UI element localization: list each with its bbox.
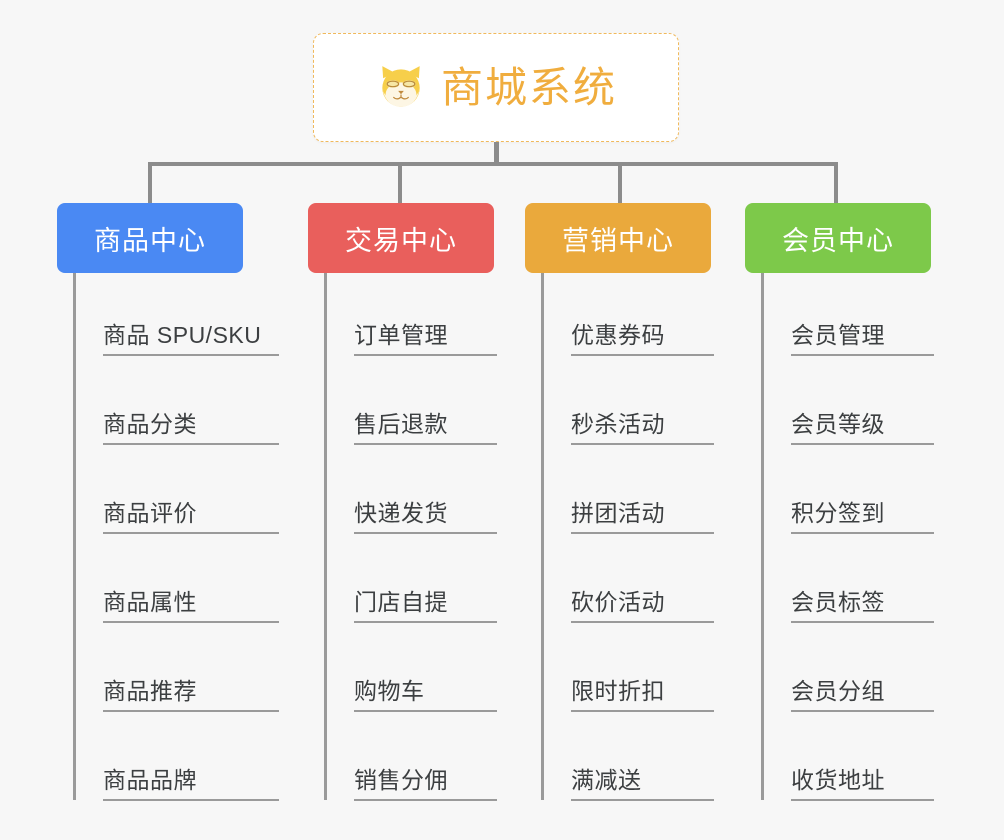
leaf-underline	[103, 354, 279, 356]
category-label: 营销中心	[562, 225, 674, 256]
leaf-underline	[571, 354, 714, 356]
leaf-label: 商品 SPU/SKU	[103, 322, 262, 348]
leaf-label: 快递发货	[354, 500, 448, 526]
leaf-item[interactable]: 商品属性	[103, 589, 279, 623]
root-node[interactable]: 商城系统	[313, 33, 679, 142]
branch-spine-2	[324, 273, 327, 800]
branch-spine-3	[541, 273, 544, 800]
leaf-label: 会员标签	[791, 589, 885, 615]
category-box-3[interactable]: 营销中心	[525, 203, 711, 273]
leaf-item[interactable]: 门店自提	[354, 589, 497, 623]
leaf-item[interactable]: 限时折扣	[571, 678, 714, 712]
branch-spine-4	[761, 273, 764, 800]
leaf-underline	[103, 799, 279, 801]
leaf-underline	[571, 799, 714, 801]
leaf-item[interactable]: 会员管理	[791, 322, 934, 356]
leaf-underline	[354, 710, 497, 712]
leaf-label: 商品评价	[103, 500, 197, 526]
root-node-content: 商城系统	[375, 62, 617, 114]
leaf-item[interactable]: 购物车	[354, 678, 497, 712]
leaf-underline	[571, 532, 714, 534]
leaf-underline	[103, 710, 279, 712]
leaf-underline	[791, 443, 934, 445]
leaf-underline	[354, 443, 497, 445]
leaf-label: 门店自提	[354, 589, 448, 615]
leaf-label: 秒杀活动	[571, 411, 665, 437]
leaf-label: 积分签到	[791, 500, 885, 526]
leaf-label: 拼团活动	[571, 500, 665, 526]
leaf-item[interactable]: 商品推荐	[103, 678, 279, 712]
leaf-underline	[791, 621, 934, 623]
leaf-label: 商品分类	[103, 411, 197, 437]
category-label: 会员中心	[782, 225, 894, 256]
leaf-label: 满减送	[571, 767, 642, 793]
connector-drop-3	[618, 162, 622, 204]
leaf-item[interactable]: 快递发货	[354, 500, 497, 534]
connector-drop-4	[834, 162, 838, 204]
leaf-item[interactable]: 砍价活动	[571, 589, 714, 623]
leaf-label: 购物车	[354, 678, 425, 704]
leaf-underline	[354, 354, 497, 356]
leaf-label: 会员分组	[791, 678, 885, 704]
shiba-inu-icon	[382, 65, 420, 107]
leaf-label: 限时折扣	[571, 678, 665, 704]
leaf-item[interactable]: 商品分类	[103, 411, 279, 445]
root-title: 商城系统	[440, 63, 617, 111]
leaf-underline	[354, 532, 497, 534]
leaf-label: 砍价活动	[571, 589, 665, 615]
leaf-underline	[571, 443, 714, 445]
leaf-item[interactable]: 商品评价	[103, 500, 279, 534]
leaf-item[interactable]: 秒杀活动	[571, 411, 714, 445]
leaf-underline	[354, 621, 497, 623]
leaf-item[interactable]: 商品 SPU/SKU	[103, 322, 279, 356]
leaf-item[interactable]: 售后退款	[354, 411, 497, 445]
branch-spine-1	[73, 273, 76, 800]
leaf-underline	[354, 799, 497, 801]
leaf-label: 销售分佣	[354, 767, 448, 793]
leaf-item[interactable]: 销售分佣	[354, 767, 497, 801]
leaf-item[interactable]: 拼团活动	[571, 500, 714, 534]
category-box-4[interactable]: 会员中心	[745, 203, 931, 273]
leaf-item[interactable]: 优惠券码	[571, 322, 714, 356]
leaf-item[interactable]: 满减送	[571, 767, 714, 801]
leaf-underline	[791, 799, 934, 801]
category-box-2[interactable]: 交易中心	[308, 203, 494, 273]
leaf-label: 会员管理	[791, 322, 885, 348]
leaf-underline	[791, 354, 934, 356]
leaf-label: 商品品牌	[103, 767, 197, 793]
leaf-item[interactable]: 积分签到	[791, 500, 934, 534]
leaf-label: 商品属性	[103, 589, 197, 615]
leaf-underline	[791, 532, 934, 534]
leaf-underline	[571, 621, 714, 623]
leaf-item[interactable]: 商品品牌	[103, 767, 279, 801]
leaf-label: 售后退款	[354, 411, 448, 437]
connector-drop-1	[148, 162, 152, 204]
leaf-underline	[791, 710, 934, 712]
leaf-label: 优惠券码	[571, 322, 665, 348]
connector-root-stem	[494, 142, 499, 165]
leaf-label: 订单管理	[354, 322, 448, 348]
leaf-underline	[103, 621, 279, 623]
leaf-item[interactable]: 收货地址	[791, 767, 934, 801]
leaf-label: 会员等级	[791, 411, 885, 437]
leaf-item[interactable]: 会员等级	[791, 411, 934, 445]
leaf-label: 商品推荐	[103, 678, 197, 704]
category-label: 交易中心	[345, 225, 457, 256]
leaf-item[interactable]: 订单管理	[354, 322, 497, 356]
leaf-item[interactable]: 会员分组	[791, 678, 934, 712]
category-box-1[interactable]: 商品中心	[57, 203, 243, 273]
leaf-underline	[103, 443, 279, 445]
category-label: 商品中心	[94, 225, 206, 256]
leaf-item[interactable]: 会员标签	[791, 589, 934, 623]
connector-horizontal-bus	[150, 162, 838, 166]
connector-drop-2	[398, 162, 402, 204]
leaf-underline	[571, 710, 714, 712]
leaf-underline	[103, 532, 279, 534]
leaf-label: 收货地址	[791, 767, 885, 793]
